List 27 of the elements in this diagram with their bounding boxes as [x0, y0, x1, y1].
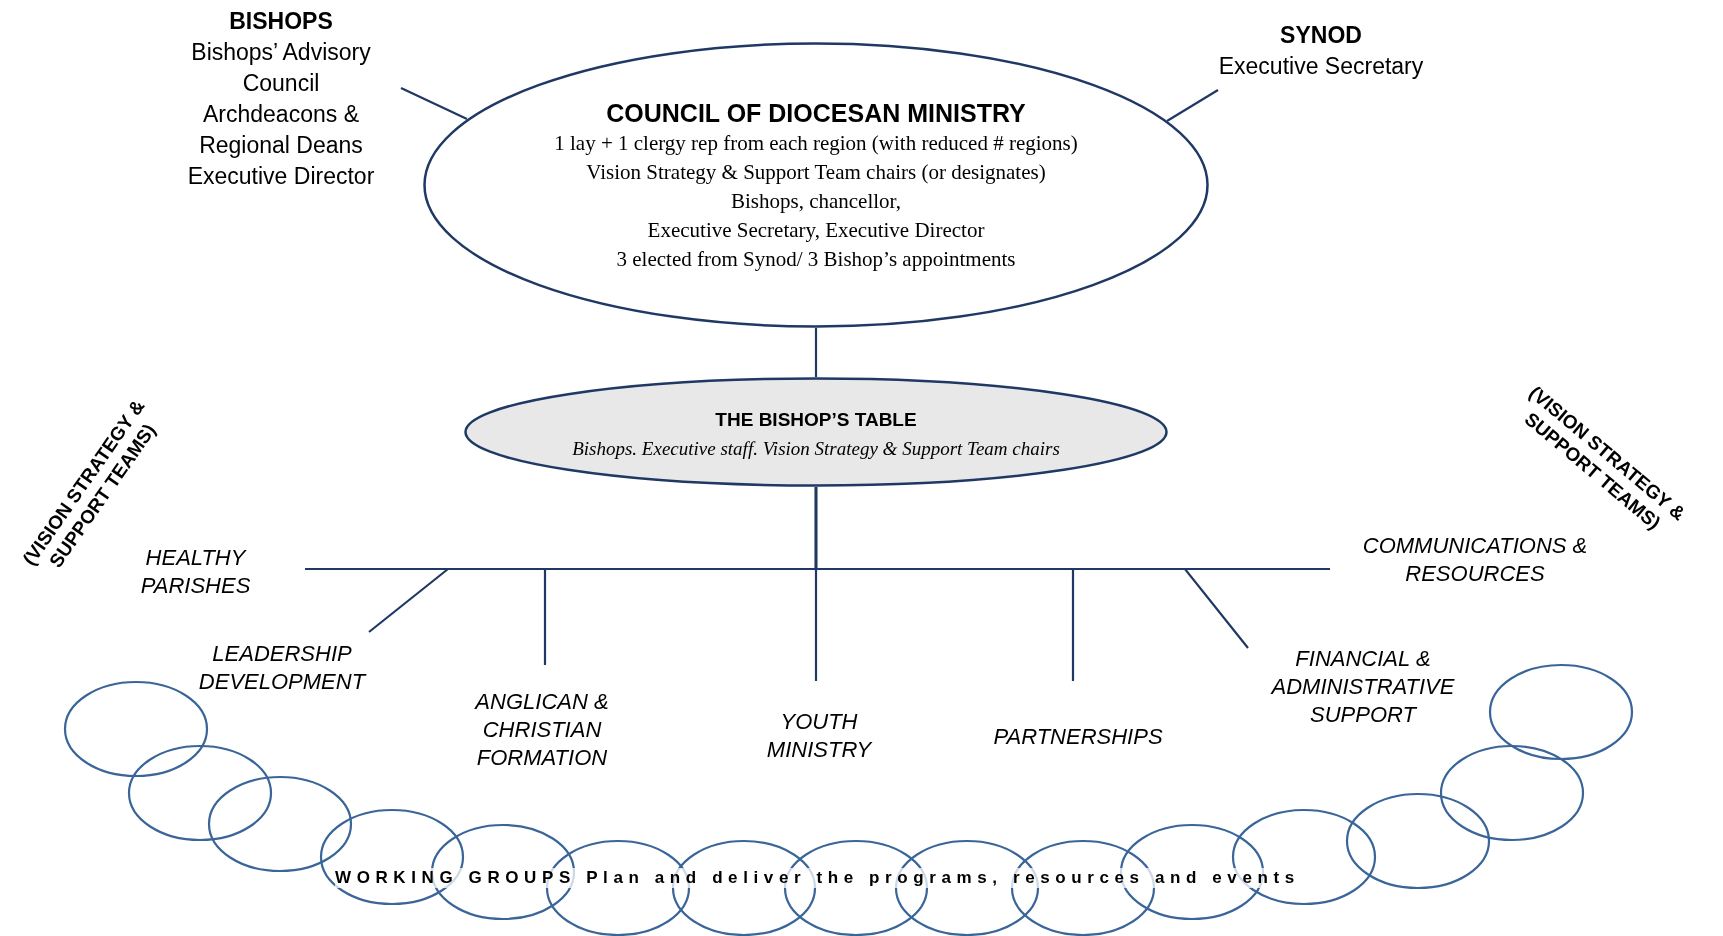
team-label: ANGLICAN & CHRISTIAN FORMATION [467, 688, 617, 772]
body-text: Executive Secretary [1217, 52, 1425, 81]
connector-line [814, 328, 818, 377]
heading: SYNOD [1279, 21, 1363, 50]
body-text: Executive Director [186, 162, 376, 191]
team-label: PARTNERSHIPS [968, 723, 1188, 751]
team-label: HEALTHY PARISHES [128, 544, 263, 600]
team-label: COMMUNICATIONS & RESOURCES [1330, 532, 1620, 588]
heading: BISHOPS [228, 7, 334, 36]
body-text: 1 lay + 1 clergy rep from each region (with reduced # regions) [554, 129, 1078, 157]
body-text: Executive Secretary, Executive Director [647, 216, 985, 244]
body-text: 3 elected from Synod/ 3 Bishop’s appointments [616, 245, 1016, 273]
heading: COUNCIL OF DIOCESAN MINISTRY [606, 97, 1026, 129]
heading: THE BISHOP’S TABLE [715, 407, 917, 432]
connector-line [1166, 89, 1219, 122]
connector-line [814, 487, 1330, 571]
body-text: Vision Strategy & Support Team chairs (or designates) [586, 158, 1046, 186]
body-text: Bishops’ Advisory Council [190, 38, 372, 98]
team-label: LEADERSHIP DEVELOPMENT [182, 640, 382, 696]
team-label: YOUTH MINISTRY [754, 708, 884, 764]
connector-line [400, 87, 468, 120]
body-text: Bishops, chancellor, [730, 187, 901, 215]
body-text: Bishops. Executive staff. Vision Strategy & Support Team chairs [572, 436, 1060, 461]
ellipse-node [464, 377, 1168, 487]
ellipse-node [423, 42, 1209, 328]
body-text: Archdeacons & Regional Deans [198, 100, 364, 160]
team-label: FINANCIAL & ADMINISTRATIVE SUPPORT [1243, 645, 1483, 729]
